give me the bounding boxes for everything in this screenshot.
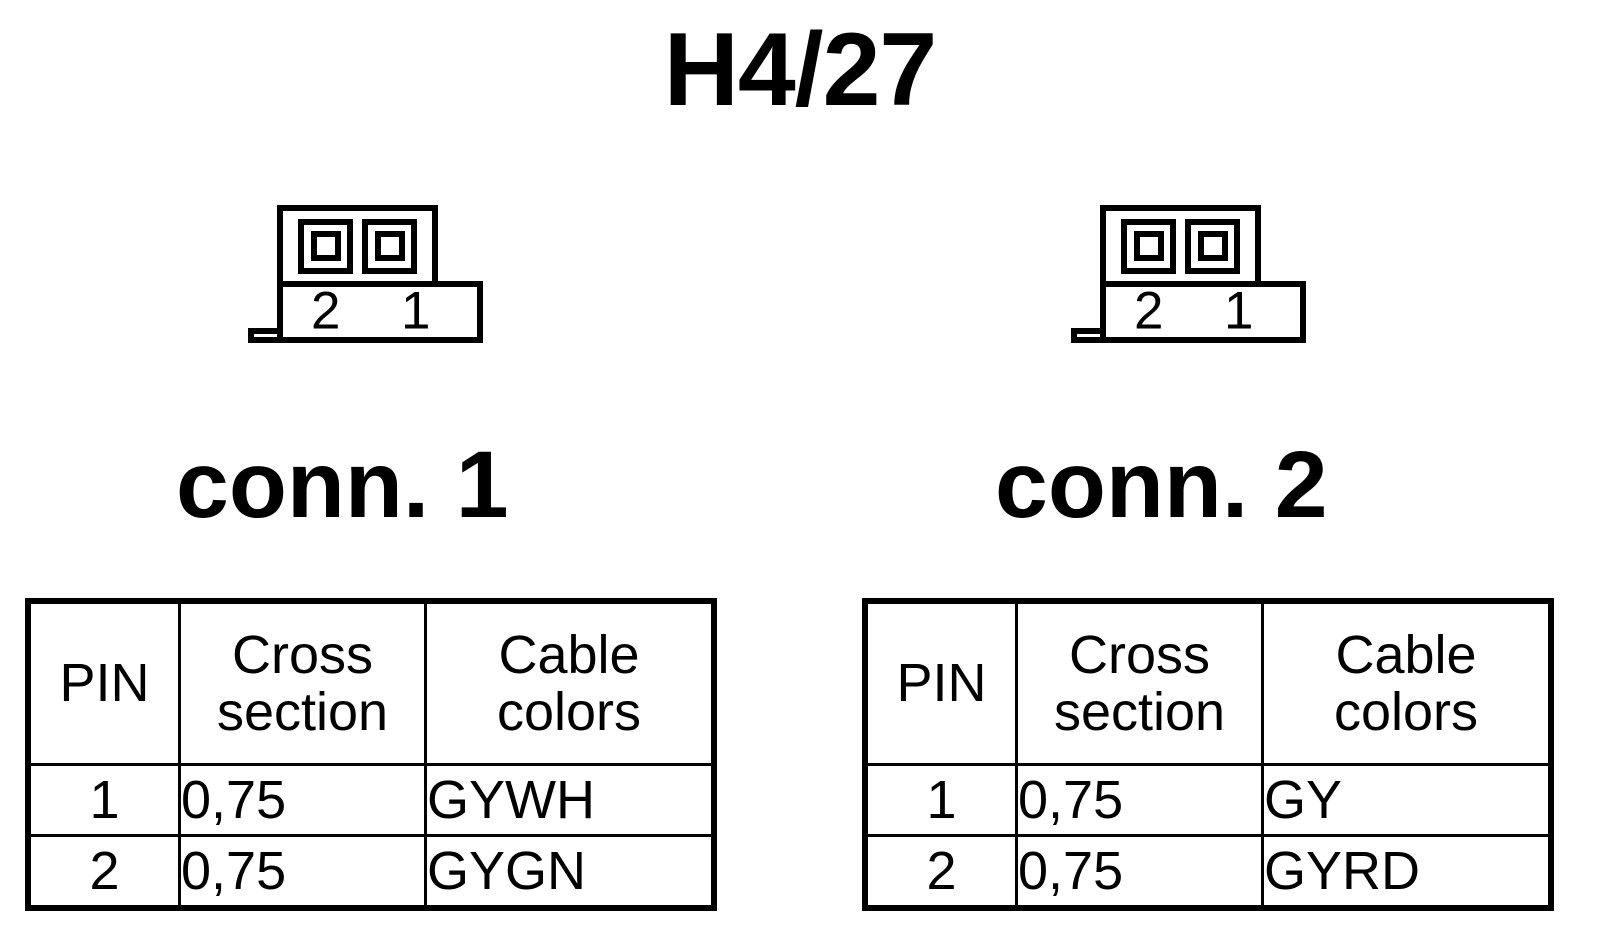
pin-cavity-icon-2-conn2 <box>1121 218 1176 274</box>
connector-caption-conn2: conn. 2 <box>995 432 1328 538</box>
table-row: 2 0,75 GYGN <box>26 834 716 910</box>
pin-cavity-icon-1-conn2 <box>1185 218 1240 274</box>
pin-cavity-icon-2-conn1 <box>298 218 353 274</box>
cell-cross-section: 0,75 <box>178 834 427 910</box>
column-header-cross-section-line2: section <box>216 681 389 742</box>
pin-table-head-conn1: PIN Cross section Cable colors <box>26 599 716 766</box>
connector-caption-conn1: conn. 1 <box>176 432 509 538</box>
connector-base-conn2: 2 1 <box>1100 281 1306 343</box>
pin-cavity-icon-1-conn1 <box>362 218 417 274</box>
cell-pin: 2 <box>863 834 1018 910</box>
column-header-pin: PIN <box>863 599 1018 766</box>
column-header-cross-section: Cross section <box>178 599 427 766</box>
connector-latch-tab-conn1 <box>248 328 283 343</box>
pin-contact-icon <box>1197 231 1228 261</box>
column-header-cable-colors: Cable colors <box>1261 599 1553 766</box>
pin-cavity-group-conn2 <box>1106 211 1255 281</box>
connector-symbol-conn2: 2 1 <box>1068 195 1308 355</box>
cell-cross-section: 0,75 <box>1015 834 1264 910</box>
pin-contact-icon <box>310 231 341 261</box>
connector-pin-number-right: 1 <box>401 281 431 341</box>
column-header-cable-colors-line2: colors <box>496 681 642 742</box>
connector-housing-conn1 <box>277 205 438 287</box>
connector-pin-number-left: 2 <box>1134 281 1164 341</box>
table-row: 1 0,75 GY <box>863 763 1553 837</box>
cell-cable-colors: GY <box>1261 763 1553 837</box>
pin-contact-icon <box>1133 231 1164 261</box>
pin-table-body-conn1: 1 0,75 GYWH 2 0,75 GYGN <box>26 763 716 910</box>
column-header-cable-colors: Cable colors <box>424 599 716 766</box>
table-row: 1 0,75 GYWH <box>26 763 716 837</box>
connector-latch-tab-conn2 <box>1071 328 1106 343</box>
column-header-cross-section-line1: Cross <box>1068 625 1210 686</box>
connector-pin-numbers-conn1: 2 1 <box>283 281 477 341</box>
cell-cable-colors: GYGN <box>424 834 716 910</box>
cell-cross-section: 0,75 <box>178 763 427 837</box>
column-header-cross-section-line1: Cross <box>231 625 373 686</box>
connector-housing-conn2 <box>1100 205 1261 287</box>
pin-table-head-conn2: PIN Cross section Cable colors <box>863 599 1553 766</box>
connector-pin-number-right: 1 <box>1224 281 1254 341</box>
cell-cable-colors: GYRD <box>1261 834 1553 910</box>
connector-base-conn1: 2 1 <box>277 281 483 343</box>
table-row: 2 0,75 GYRD <box>863 834 1553 910</box>
table-header-row: PIN Cross section Cable colors <box>863 599 1553 766</box>
column-header-pin: PIN <box>26 599 181 766</box>
cell-cable-colors: GYWH <box>424 763 716 837</box>
cell-cross-section: 0,75 <box>1015 763 1264 837</box>
cell-pin: 1 <box>863 763 1018 837</box>
pin-table-conn1: PIN Cross section Cable colors 1 0,75 GY… <box>25 598 717 911</box>
pin-table-conn2: PIN Cross section Cable colors 1 0,75 GY… <box>862 598 1554 911</box>
column-header-cable-colors-line2: colors <box>1333 681 1479 742</box>
page-title: H4/27 <box>663 12 938 128</box>
connector-symbol-conn1: 2 1 <box>245 195 485 355</box>
connector-pin-number-left: 2 <box>311 281 341 341</box>
pin-table-body-conn2: 1 0,75 GY 2 0,75 GYRD <box>863 763 1553 910</box>
column-header-cable-colors-line1: Cable <box>1335 625 1477 686</box>
pin-cavity-group-conn1 <box>283 211 432 281</box>
cell-pin: 1 <box>26 763 181 837</box>
cell-pin: 2 <box>26 834 181 910</box>
column-header-cross-section-line2: section <box>1053 681 1226 742</box>
connector-pin-numbers-conn2: 2 1 <box>1106 281 1300 341</box>
column-header-cable-colors-line1: Cable <box>498 625 640 686</box>
table-header-row: PIN Cross section Cable colors <box>26 599 716 766</box>
pin-contact-icon <box>374 231 405 261</box>
column-header-cross-section: Cross section <box>1015 599 1264 766</box>
